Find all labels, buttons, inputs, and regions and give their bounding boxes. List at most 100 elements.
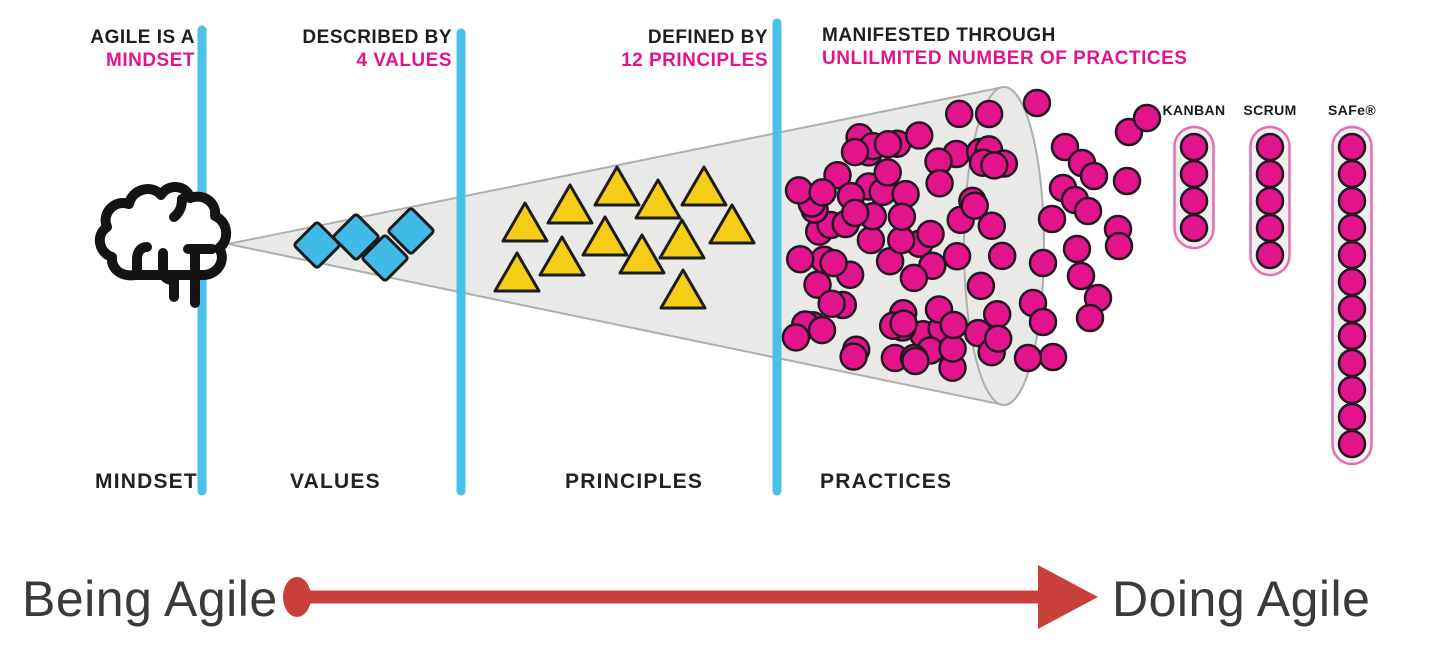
flow-arrow-start-dot (283, 577, 311, 617)
framework-dot (1337, 267, 1367, 297)
practice-dot (889, 309, 918, 338)
annotation-practices-line2: UNLILMITED NUMBER OF PRACTICES (822, 48, 1188, 69)
framework-column (1331, 125, 1373, 466)
practice-dot (1028, 248, 1058, 278)
practice-dot (987, 241, 1017, 271)
stage-label-practices: PRACTICES (820, 470, 953, 493)
practice-dot (781, 323, 811, 352)
practice-dot (819, 248, 848, 278)
framework-columns-group (1173, 125, 1373, 466)
practice-dot (916, 219, 945, 249)
practice-dot (817, 289, 846, 319)
practice-dot (1066, 261, 1096, 291)
framework-dot (1337, 348, 1367, 378)
practice-dot (887, 225, 916, 255)
practice-dot (925, 169, 954, 198)
practice-dot (939, 310, 968, 340)
framework-dot (1179, 213, 1209, 243)
values-diamonds-group (293, 207, 435, 282)
practice-dot (942, 242, 972, 271)
principle-triangle (680, 165, 728, 207)
annotation-values-line2: 4 VALUES (356, 50, 452, 71)
principle-triangle (659, 268, 707, 310)
practice-dot (808, 178, 837, 207)
framework-dot (1255, 213, 1285, 243)
practice-dot (856, 225, 886, 255)
framework-dot (1337, 429, 1367, 459)
practice-dot (1013, 343, 1043, 373)
practice-dot (904, 121, 934, 150)
practice-dot (840, 198, 870, 228)
practice-dot (966, 271, 996, 301)
annotation-principles-line2: 12 PRINCIPLES (621, 50, 768, 71)
framework-label: KANBAN (1162, 102, 1226, 118)
framework-dot (1179, 132, 1209, 162)
annotation-mindset-line1: AGILE IS A (90, 27, 195, 48)
practice-dot (977, 211, 1007, 241)
annotation-principles: DEFINED BY 12 PRINCIPLES (488, 26, 768, 72)
practice-dot (785, 244, 815, 274)
framework-column (1173, 125, 1215, 250)
practice-dot (873, 129, 903, 159)
stage-label-principles: PRINCIPLES (565, 470, 704, 493)
annotation-mindset-line2: MINDSET (106, 50, 195, 71)
framework-dot (1337, 321, 1367, 351)
framework-dot (1337, 186, 1367, 216)
framework-label: SCRUM (1243, 102, 1297, 118)
practice-dot (1112, 166, 1142, 196)
annotation-values: DESCRIBED BY 4 VALUES (172, 26, 452, 72)
stage-label-mindset: MINDSET (95, 470, 198, 493)
practice-dot (974, 99, 1004, 129)
practice-dot (980, 151, 1009, 180)
framework-label: SAFe® (1327, 102, 1377, 118)
principle-triangle (493, 251, 541, 293)
practice-dot (1104, 231, 1134, 261)
practice-dot (1038, 342, 1068, 372)
framework-dot (1337, 132, 1367, 162)
practice-dot (1037, 204, 1067, 234)
value-diamond (293, 221, 341, 269)
framework-dot (1255, 159, 1285, 189)
principle-triangle (658, 218, 706, 260)
practice-dot (1028, 307, 1058, 337)
framework-dot (1255, 186, 1285, 216)
practice-dot (840, 137, 870, 167)
framework-dot (1337, 294, 1367, 324)
principle-triangle (593, 165, 641, 207)
practice-dot (1075, 303, 1105, 333)
value-diamond (387, 207, 435, 255)
practice-dot (899, 263, 929, 293)
principle-triangle (546, 183, 594, 225)
flow-arrow-head (1038, 565, 1098, 629)
framework-dot (1337, 375, 1367, 405)
framework-column (1249, 125, 1291, 277)
practice-dot (1132, 103, 1162, 133)
principle-triangle (708, 203, 756, 245)
principles-triangles-group (493, 165, 756, 310)
framework-dot (1337, 402, 1367, 432)
flow-right-label: Doing Agile (1112, 571, 1371, 627)
practice-dot (938, 334, 967, 363)
practice-dot (1062, 234, 1092, 264)
annotation-mindset: AGILE IS A MINDSET (20, 26, 195, 72)
framework-dot (1337, 240, 1367, 270)
principle-triangle (581, 215, 629, 257)
practice-dot (807, 315, 837, 345)
principle-triangle (618, 233, 666, 275)
practice-dot (960, 191, 989, 220)
practice-dot (839, 342, 868, 371)
stage-label-values: VALUES (290, 470, 381, 493)
framework-dot (1337, 213, 1367, 243)
annotation-values-line1: DESCRIBED BY (302, 27, 452, 48)
value-diamond (361, 234, 409, 282)
framework-dot (1179, 186, 1209, 216)
practice-dot (983, 324, 1013, 353)
practice-dots-outside-group (1013, 88, 1162, 373)
value-diamond (332, 213, 380, 261)
annotation-principles-line1: DEFINED BY (647, 27, 768, 48)
practice-dot (873, 158, 902, 187)
practice-dot (944, 99, 974, 129)
practice-dots-inside-group (781, 99, 1019, 382)
